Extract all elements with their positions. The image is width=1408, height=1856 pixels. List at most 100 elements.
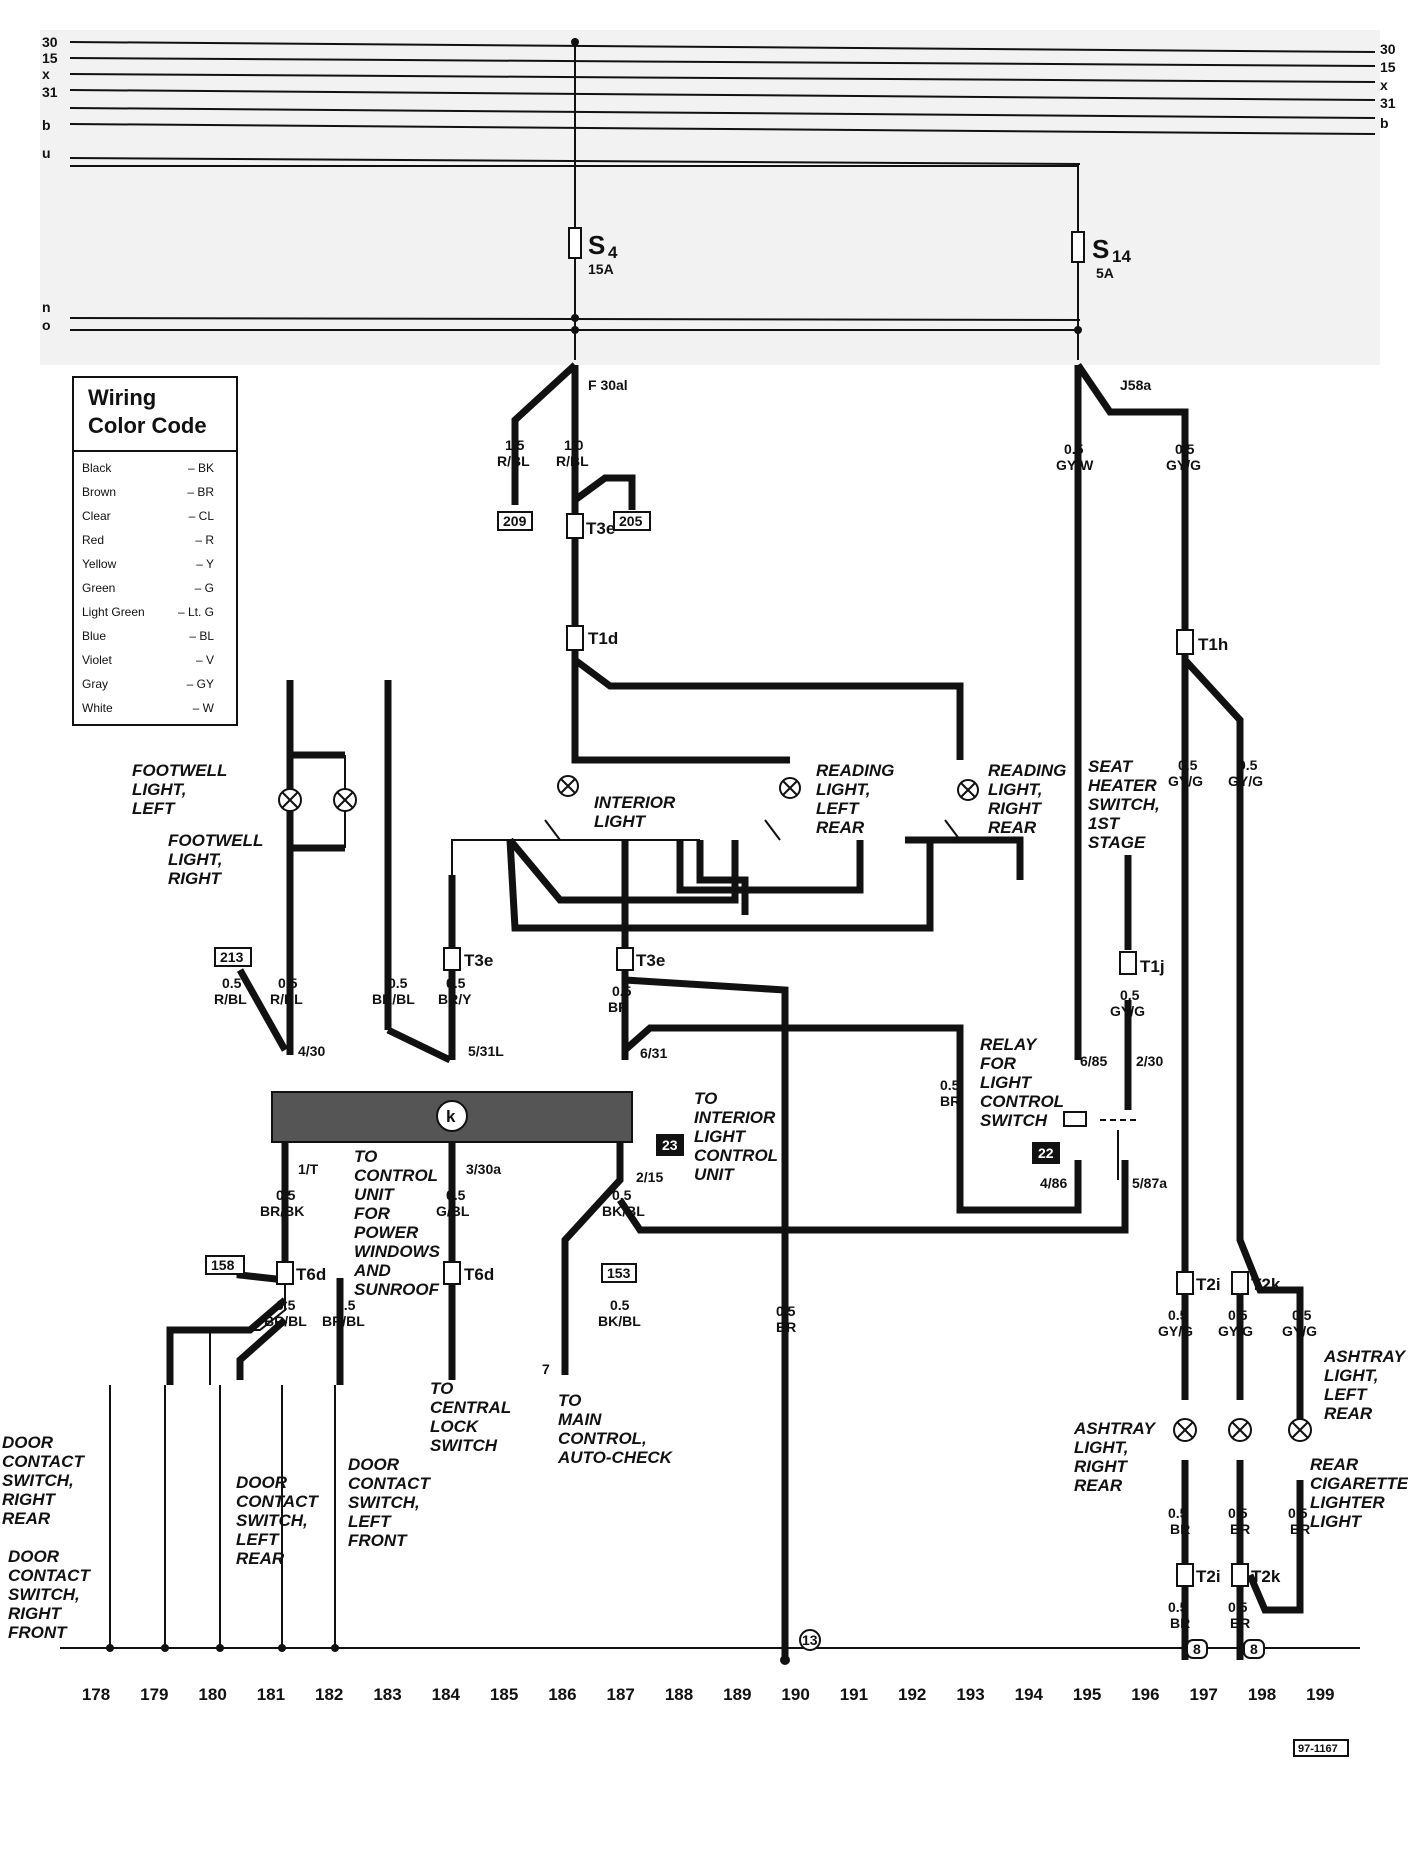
column-number: 192 xyxy=(898,1685,926,1704)
svg-text:DOOR: DOOR xyxy=(348,1455,400,1474)
svg-text:GY/G: GY/G xyxy=(1218,1323,1253,1339)
wires-right-side xyxy=(1181,657,1304,1660)
svg-text:GY/G: GY/G xyxy=(1158,1323,1193,1339)
svg-text:ASHTRAY: ASHTRAY xyxy=(1323,1347,1407,1366)
label-relay: RELAY FOR LIGHT CONTROL SWITCH xyxy=(980,1035,1064,1130)
svg-text:2/15: 2/15 xyxy=(636,1169,663,1185)
svg-text:0.5: 0.5 xyxy=(276,1187,296,1203)
lamp-reading-right xyxy=(957,779,979,801)
svg-text:6/31: 6/31 xyxy=(640,1045,667,1061)
bus-labels-right: 30 15 x 31 b xyxy=(1380,41,1396,131)
column-number: 199 xyxy=(1306,1685,1334,1704)
svg-text:R/BL: R/BL xyxy=(270,991,303,1007)
ref-158: 158 xyxy=(205,1255,245,1275)
svg-text:RELAY: RELAY xyxy=(980,1035,1038,1054)
svg-text:0.5: 0.5 xyxy=(1168,1599,1188,1615)
svg-text:0.5: 0.5 xyxy=(610,1297,630,1313)
ref-213: 213 xyxy=(214,947,252,967)
svg-text:TO: TO xyxy=(354,1147,377,1166)
control-module: k xyxy=(271,1091,633,1143)
legend-row: Yellow– Y xyxy=(82,557,214,571)
svg-text:LIGHT,: LIGHT, xyxy=(168,850,222,869)
svg-text:BR/Y: BR/Y xyxy=(438,991,472,1007)
svg-text:RIGHT: RIGHT xyxy=(168,869,223,888)
svg-text:0.5: 0.5 xyxy=(612,983,632,999)
relay-light-control xyxy=(1063,1111,1140,1180)
svg-text:1/T: 1/T xyxy=(298,1161,319,1177)
label-to-lock: TO CENTRAL LOCK SWITCH xyxy=(430,1379,511,1455)
svg-text:SUNROOF: SUNROOF xyxy=(354,1280,440,1299)
svg-text:R/BL: R/BL xyxy=(497,453,530,469)
label-door-right-front: DOOR CONTACT SWITCH, RIGHT FRONT xyxy=(8,1547,91,1642)
svg-text:TO: TO xyxy=(558,1391,581,1410)
svg-text:6/85: 6/85 xyxy=(1080,1053,1107,1069)
svg-text:SEAT: SEAT xyxy=(1088,757,1134,776)
bus-label-15: 15 xyxy=(42,50,58,66)
svg-text:GY/G: GY/G xyxy=(1282,1323,1317,1339)
svg-text:SWITCH: SWITCH xyxy=(430,1436,498,1455)
wires-to-module xyxy=(236,875,1082,1660)
svg-text:REAR: REAR xyxy=(988,818,1037,837)
svg-text:14: 14 xyxy=(1112,247,1131,266)
svg-text:T1j: T1j xyxy=(1140,957,1165,976)
svg-text:T1h: T1h xyxy=(1198,635,1228,654)
svg-text:0.5: 0.5 xyxy=(276,1297,296,1313)
svg-text:R/BL: R/BL xyxy=(214,991,247,1007)
label-ashtray-right-rear: ASHTRAY LIGHT, RIGHT REAR xyxy=(1073,1419,1157,1495)
connector-t2i-bot: T2i xyxy=(1176,1563,1221,1587)
lamp-ashtray-right-rear xyxy=(1173,1418,1197,1442)
svg-text:READING: READING xyxy=(816,761,894,780)
svg-text:DOOR: DOOR xyxy=(236,1473,288,1492)
legend-row: White– W xyxy=(82,701,214,715)
column-number: 183 xyxy=(373,1685,401,1704)
svg-text:31: 31 xyxy=(1380,95,1396,111)
lamp-ashtray-left-rear xyxy=(1228,1418,1252,1442)
svg-text:BR: BR xyxy=(1230,1615,1250,1631)
svg-text:0.5: 0.5 xyxy=(1228,1505,1248,1521)
svg-text:T6d: T6d xyxy=(296,1265,326,1284)
svg-text:GY/G: GY/G xyxy=(1228,773,1263,789)
svg-text:LIGHT: LIGHT xyxy=(980,1073,1033,1092)
svg-text:LIGHT,: LIGHT, xyxy=(988,780,1042,799)
bus-label-30: 30 xyxy=(42,34,58,50)
svg-text:22: 22 xyxy=(1038,1145,1054,1161)
legend-title: Wiring Color Code xyxy=(88,385,207,438)
svg-text:CENTRAL: CENTRAL xyxy=(430,1398,511,1417)
svg-text:LIGHT: LIGHT xyxy=(1310,1512,1363,1531)
svg-text:LEFT: LEFT xyxy=(1324,1385,1368,1404)
svg-text:213: 213 xyxy=(220,949,244,965)
column-number: 185 xyxy=(490,1685,518,1704)
svg-text:LEFT: LEFT xyxy=(816,799,860,818)
ref-23: 23 xyxy=(656,1134,684,1156)
connector-t2k-top: T2k xyxy=(1231,1271,1281,1295)
svg-text:T6d: T6d xyxy=(464,1265,494,1284)
label-to-windows: TO CONTROL UNIT FOR POWER WINDOWS AND SU… xyxy=(353,1147,441,1299)
svg-text:LEFT: LEFT xyxy=(236,1530,280,1549)
svg-text:DOOR: DOOR xyxy=(2,1433,54,1452)
column-number: 178 xyxy=(82,1685,110,1704)
label-reading-left: READING LIGHT, LEFT REAR xyxy=(816,761,894,837)
label-cigarette-lighter: REAR CIGARETTE LIGHTER LIGHT xyxy=(1310,1455,1408,1531)
column-number: 182 xyxy=(315,1685,343,1704)
svg-text:CIGARETTE: CIGARETTE xyxy=(1310,1474,1408,1493)
column-number: 190 xyxy=(781,1685,809,1704)
svg-text:POWER: POWER xyxy=(354,1223,419,1242)
svg-text:T3e: T3e xyxy=(636,951,665,970)
svg-text:LIGHT: LIGHT xyxy=(694,1127,747,1146)
legend-row: Green– G xyxy=(82,581,214,595)
svg-text:5/31L: 5/31L xyxy=(468,1043,504,1059)
svg-text:J58a: J58a xyxy=(1120,377,1151,393)
column-number: 181 xyxy=(257,1685,285,1704)
svg-text:30: 30 xyxy=(1380,41,1396,57)
svg-text:REAR: REAR xyxy=(816,818,865,837)
svg-text:3/30a: 3/30a xyxy=(466,1161,501,1177)
column-number: 195 xyxy=(1073,1685,1101,1704)
ref-153: 153 xyxy=(601,1263,637,1283)
svg-text:UNIT: UNIT xyxy=(694,1165,735,1184)
svg-text:SWITCH,: SWITCH, xyxy=(2,1471,74,1490)
legend-row: Clear– CL xyxy=(82,509,214,523)
svg-text:RIGHT: RIGHT xyxy=(8,1604,63,1623)
svg-text:CONTACT: CONTACT xyxy=(2,1452,85,1471)
